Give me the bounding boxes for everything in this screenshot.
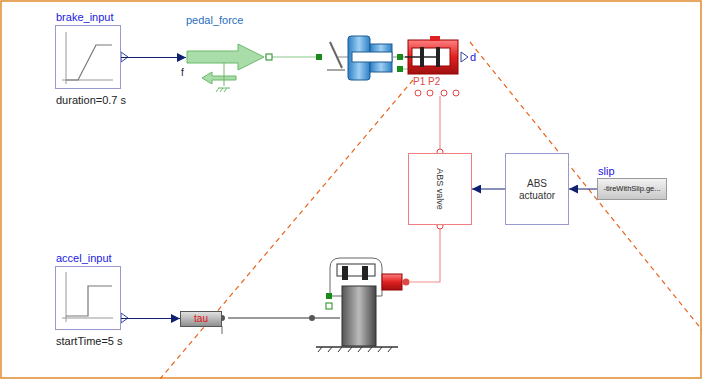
block-text: startTime=5 s: [56, 335, 123, 348]
instance-name: slip: [598, 165, 615, 178]
flange-wire: [265, 56, 322, 57]
pedal-icon: [327, 42, 348, 70]
zoom-line: [470, 42, 702, 330]
shaft-wire: [228, 317, 340, 319]
block-text: ABS actuator: [515, 178, 559, 201]
instance-name: brake_input: [56, 11, 114, 24]
block-text: tau: [194, 313, 208, 325]
zoom-line: [160, 80, 413, 379]
port-name: f: [181, 68, 184, 78]
wheel-brake: [316, 258, 402, 352]
instance-name: pedal_force: [186, 14, 244, 27]
block-text: duration=0.7 s: [56, 94, 126, 107]
port-name: P2: [428, 77, 440, 87]
output-port: [461, 52, 468, 62]
signal-connector: [569, 189, 597, 190]
block-text: -tireWithSlip.ge...: [603, 185, 660, 194]
port-name: d: [470, 52, 476, 63]
master-cylinder: [405, 36, 458, 74]
flange: [266, 54, 272, 60]
flange: [309, 315, 315, 321]
flange: [397, 66, 403, 72]
fluid-port: [415, 90, 459, 96]
brake-booster: [348, 36, 405, 80]
support: [222, 326, 223, 334]
port-name: P1: [413, 77, 425, 87]
step-icon: [62, 272, 113, 322]
block-text: ABS valve: [435, 168, 445, 210]
force-source: pedal_force: [186, 45, 265, 70]
actuator-box: ABS actuator: [505, 153, 569, 225]
signal-source: slip-tireWithSlip.ge...: [597, 178, 667, 200]
signal-connector: [121, 318, 180, 319]
torque-source: tau: [180, 311, 222, 327]
flange: [397, 54, 403, 60]
input-block: brake_inputduration=0.7 s: [55, 25, 121, 89]
signal-connector: [472, 189, 505, 190]
fluid-port: [403, 279, 410, 286]
instance-name: accel_input: [56, 252, 112, 265]
input-block: accel_inputstartTime=5 s: [55, 266, 121, 330]
force-arrow: [187, 44, 264, 92]
valve-box: ABS valve: [408, 153, 472, 225]
flange: [316, 54, 322, 60]
signal-connector: [121, 57, 186, 58]
ramp-icon: [62, 32, 113, 84]
